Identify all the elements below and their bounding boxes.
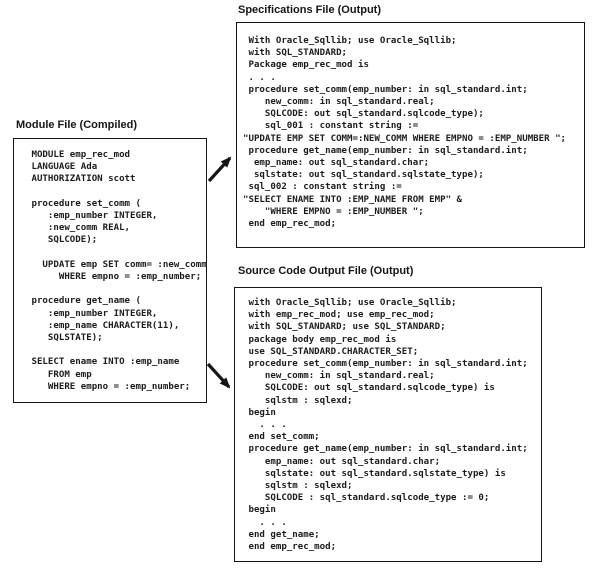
source-code-output-file-title: Source Code Output File (Output) <box>238 265 414 277</box>
arrow-module-to-source-icon <box>206 362 231 389</box>
source-code-output-file-box: with Oracle_Sqllib; use Oracle_Sqllib; w… <box>234 287 542 562</box>
source-code-output-file-code: with Oracle_Sqllib; use Oracle_Sqllib; w… <box>248 298 528 553</box>
module-file-title: Module File (Compiled) <box>16 119 137 131</box>
specifications-file-title: Specifications File (Output) <box>238 4 382 16</box>
specifications-file-box: With Oracle_Sqllib; use Oracle_Sqllib; w… <box>236 22 585 248</box>
arrow-module-to-specifications-icon <box>207 156 232 183</box>
specifications-file-code: With Oracle_Sqllib; use Oracle_Sqllib; w… <box>243 36 567 230</box>
module-file-code: MODULE emp_rec_mod LANGUAGE Ada AUTHORIZ… <box>31 150 207 392</box>
module-file-box: MODULE emp_rec_mod LANGUAGE Ada AUTHORIZ… <box>13 138 207 403</box>
